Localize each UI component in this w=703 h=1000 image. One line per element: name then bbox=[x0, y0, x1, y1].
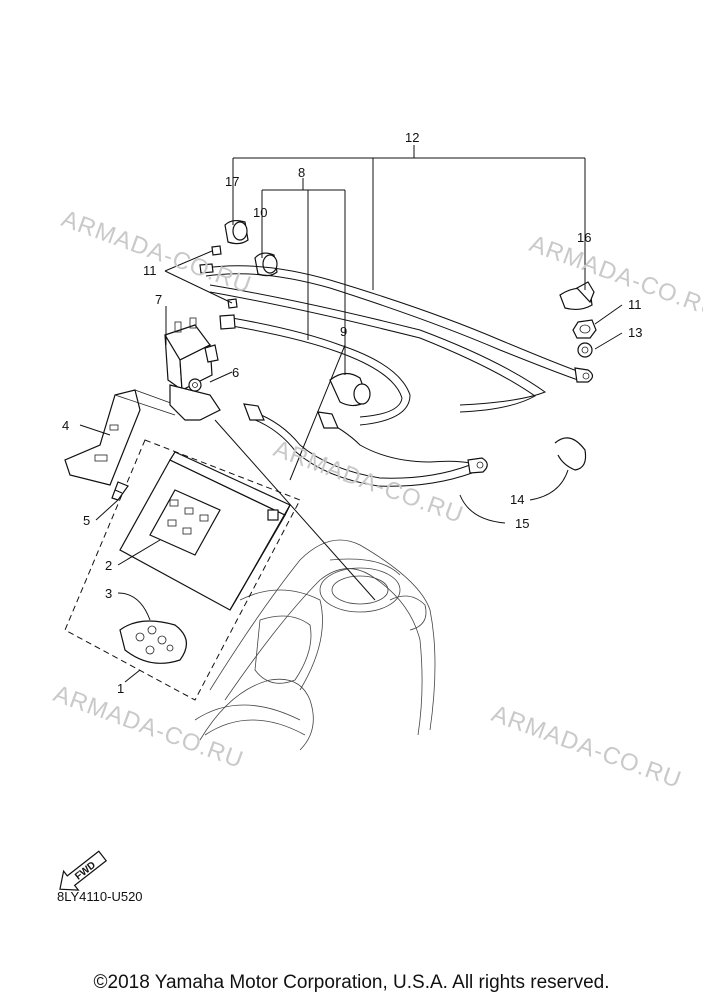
battery-cable-15 bbox=[243, 403, 488, 487]
callout-7: 7 bbox=[155, 292, 162, 307]
callout-15: 15 bbox=[515, 516, 529, 531]
bolt bbox=[111, 481, 129, 501]
terminal-cover-9 bbox=[329, 372, 371, 407]
terminal-cover-17 bbox=[224, 219, 249, 245]
callout-3: 3 bbox=[105, 586, 112, 601]
battery-assy-outline bbox=[64, 439, 301, 701]
callout-9: 9 bbox=[340, 324, 347, 339]
callout-13: 13 bbox=[628, 325, 642, 340]
nut-11-mid bbox=[227, 298, 238, 309]
battery-cable-12 bbox=[199, 263, 594, 413]
callout-11-left: 11 bbox=[143, 263, 157, 278]
callout-12: 12 bbox=[405, 130, 419, 145]
watermark: ARMADA-CO.RU bbox=[50, 680, 247, 774]
callout-2: 2 bbox=[105, 558, 112, 573]
callout-16: 16 bbox=[577, 230, 591, 245]
callout-8: 8 bbox=[298, 165, 305, 180]
callout-14: 14 bbox=[510, 492, 524, 507]
battery-cable-8 bbox=[219, 314, 411, 426]
callout-5: 5 bbox=[83, 513, 90, 528]
watermark: ARMADA-CO.RU bbox=[58, 205, 255, 299]
washer-13 bbox=[577, 342, 593, 358]
leader-lines bbox=[79, 145, 623, 683]
nut-11-left bbox=[211, 245, 222, 256]
callout-4: 4 bbox=[62, 418, 69, 433]
diagram-code: 8LY4110-U520 bbox=[57, 889, 143, 904]
hull-outline bbox=[194, 539, 436, 751]
callout-1: 1 bbox=[117, 681, 124, 696]
terminal-cover-10 bbox=[254, 252, 278, 277]
terminal-cover-16 bbox=[559, 281, 595, 311]
copyright-notice: ©2018 Yamaha Motor Corporation, U.S.A. A… bbox=[93, 972, 610, 993]
callout-17: 17 bbox=[225, 174, 239, 189]
callout-6: 6 bbox=[232, 365, 239, 380]
callout-10: 10 bbox=[253, 205, 267, 220]
starter-relay bbox=[164, 317, 221, 421]
nut-11-right bbox=[572, 319, 597, 339]
battery-bracket bbox=[64, 389, 191, 486]
watermark: ARMADA-CO.RU bbox=[488, 700, 685, 794]
cable-band-14 bbox=[554, 437, 587, 471]
callouts: 12 17 8 10 16 11 7 11 9 13 6 4 14 5 15 2… bbox=[62, 130, 642, 696]
battery bbox=[119, 451, 291, 611]
callout-11-right: 11 bbox=[628, 297, 642, 312]
battery-caps bbox=[119, 620, 187, 664]
